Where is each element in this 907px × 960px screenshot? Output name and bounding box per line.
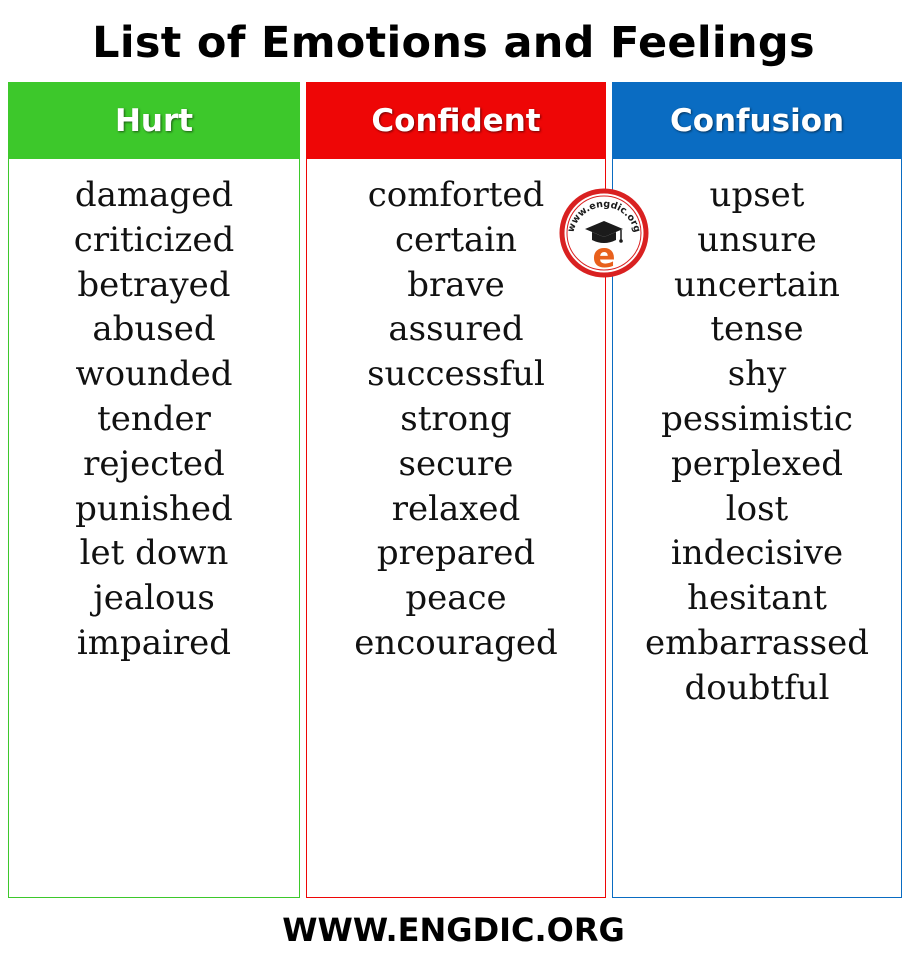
word-item: assured — [388, 309, 524, 350]
word-item: relaxed — [391, 488, 521, 529]
word-item: successful — [367, 354, 545, 395]
logo-letter: e — [592, 236, 615, 276]
word-item: doubtful — [684, 667, 830, 708]
word-item: damaged — [74, 175, 234, 215]
word-item: criticized — [73, 219, 235, 260]
word-item: perplexed — [671, 443, 843, 484]
footer-website: WWW.ENGDIC.ORG — [282, 911, 625, 949]
word-item: punished — [75, 488, 233, 529]
word-item: tender — [97, 398, 211, 439]
word-item: encouraged — [354, 622, 558, 663]
column-header-confusion: Confusion — [613, 83, 901, 159]
word-item: comforted — [367, 175, 545, 215]
word-item: embarrassed — [645, 622, 869, 663]
word-item: peace — [405, 578, 507, 619]
word-item: certain — [394, 219, 518, 260]
word-item: upset — [709, 175, 805, 215]
word-item: unsure — [697, 219, 817, 260]
word-item: let down — [79, 533, 229, 574]
word-item: uncertain — [674, 264, 840, 305]
word-item: brave — [407, 264, 505, 305]
engdic-logo: www.engdic.org e — [559, 188, 649, 278]
word-item: shy — [727, 354, 787, 395]
graduation-cap-icon — [585, 221, 623, 243]
word-item: wounded — [75, 354, 233, 395]
word-item: tense — [710, 309, 804, 350]
word-item: jealous — [93, 578, 215, 619]
word-item: prepared — [376, 533, 536, 574]
word-item: rejected — [83, 443, 225, 484]
word-item: betrayed — [77, 264, 231, 305]
word-item: indecisive — [670, 533, 844, 574]
word-item: impaired — [76, 622, 232, 663]
word-item: lost — [725, 488, 789, 529]
word-item: pessimistic — [661, 398, 853, 439]
column-header-hurt: Hurt — [9, 83, 299, 159]
word-item: strong — [400, 398, 512, 439]
page-title: List of Emotions and Feelings — [92, 18, 815, 68]
word-item: secure — [398, 443, 514, 484]
word-item: hesitant — [687, 578, 827, 619]
column-header-confident: Confident — [307, 83, 605, 159]
word-item: abused — [92, 309, 216, 350]
